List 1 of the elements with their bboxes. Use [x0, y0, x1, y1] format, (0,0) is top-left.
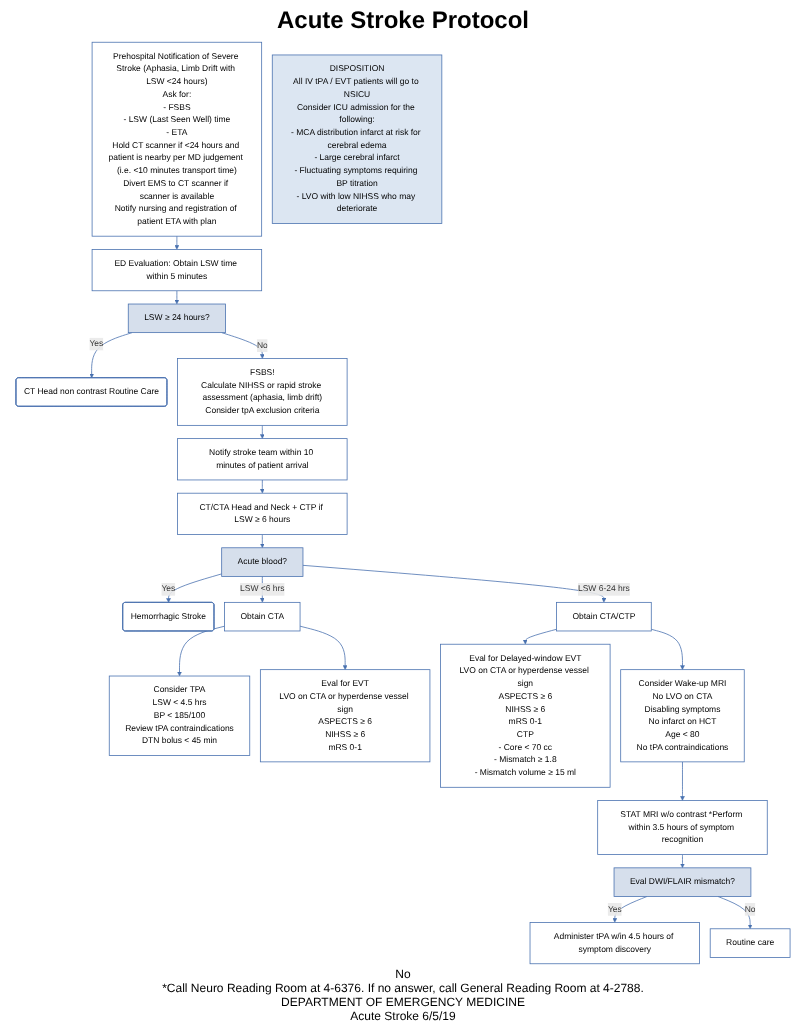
diagram-title: Acute Stroke Protocol [276, 6, 530, 34]
